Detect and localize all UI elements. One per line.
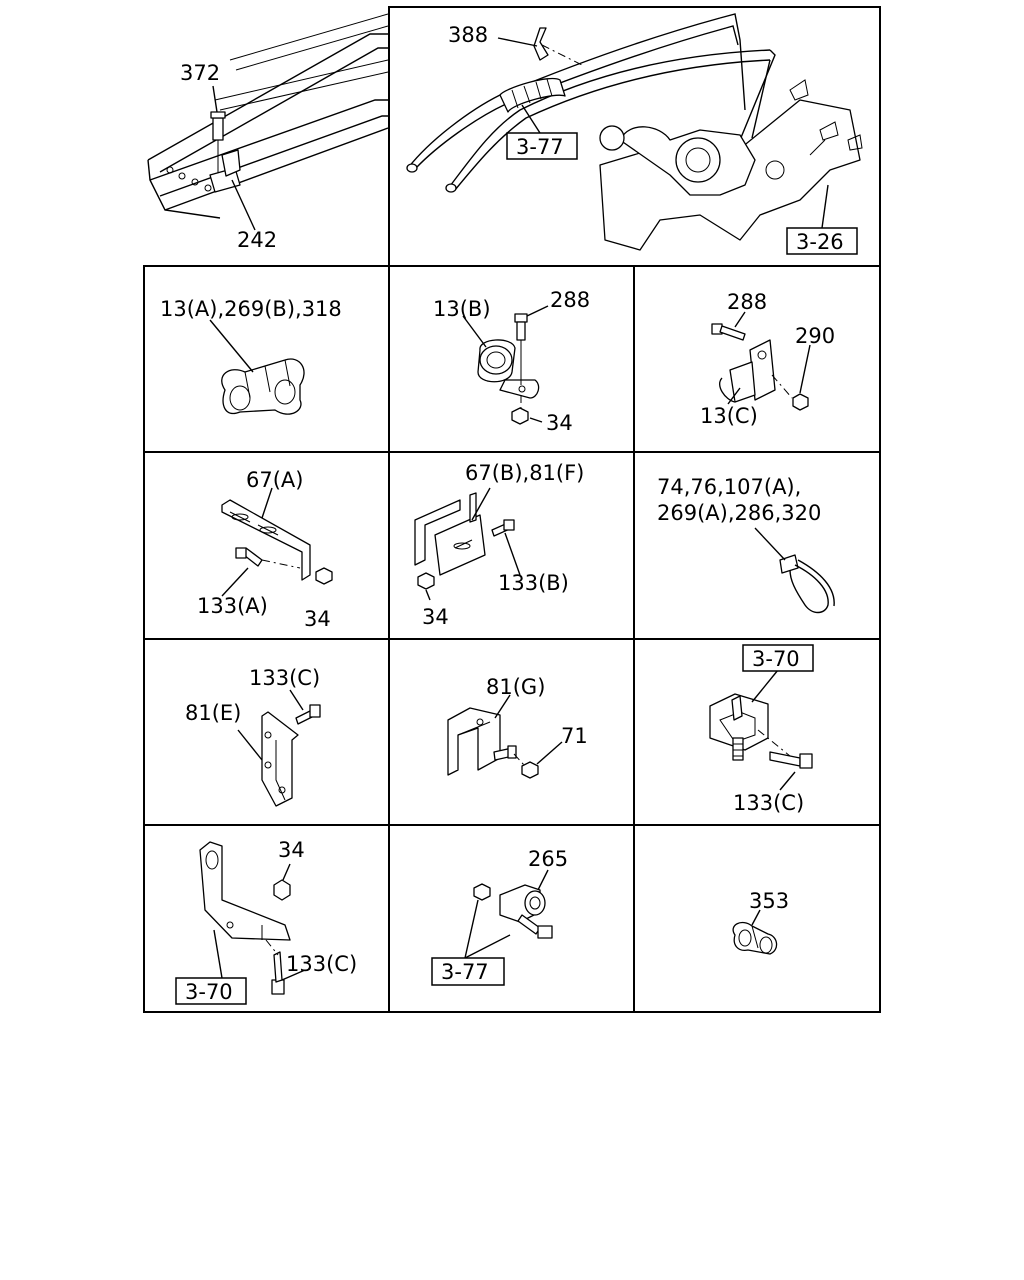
leader-3-26 bbox=[821, 184, 829, 229]
label-13c: 13(C) bbox=[700, 404, 758, 428]
ref-box-3-26[interactable] bbox=[786, 227, 858, 255]
ref-3-70-b[interactable]: 3-70 bbox=[185, 980, 233, 1004]
clip-13b-drawing bbox=[462, 305, 549, 425]
clip-3-70-drawing bbox=[709, 669, 813, 791]
label-133b: 133(B) bbox=[498, 571, 569, 595]
label-34-b: 34 bbox=[304, 607, 331, 631]
callout-372: 372 bbox=[180, 61, 220, 85]
label-34-d: 34 bbox=[278, 838, 305, 862]
label-133a: 133(A) bbox=[197, 594, 268, 618]
label-34-a: 34 bbox=[546, 411, 573, 435]
label-81g: 81(G) bbox=[486, 675, 545, 699]
callout-388: 388 bbox=[448, 23, 488, 47]
cable-tie-drawing bbox=[754, 527, 835, 614]
label-67a: 67(A) bbox=[246, 468, 303, 492]
frame-rail-drawing bbox=[147, 13, 389, 231]
callout-242: 242 bbox=[237, 228, 277, 252]
bracket-3-70-drawing bbox=[199, 841, 306, 995]
ref-box-3-70-b[interactable] bbox=[175, 977, 247, 1005]
label-71: 71 bbox=[561, 724, 588, 748]
label-13a-269b-318: 13(A),269(B),318 bbox=[160, 297, 342, 321]
ref-3-77-top[interactable]: 3-77 bbox=[516, 135, 564, 159]
clip-13c-drawing bbox=[711, 311, 811, 411]
leader-388 bbox=[497, 37, 538, 47]
clip-13a-drawing bbox=[209, 319, 305, 415]
bracket-67b-drawing bbox=[414, 487, 521, 601]
label-34-c: 34 bbox=[422, 605, 449, 629]
bracket-81e-drawing bbox=[237, 689, 321, 807]
ref-box-3-70-a[interactable] bbox=[742, 644, 814, 672]
label-288-a: 288 bbox=[550, 288, 590, 312]
grid-lines bbox=[144, 266, 880, 1012]
ref-3-26[interactable]: 3-26 bbox=[796, 230, 844, 254]
label-288-b: 288 bbox=[727, 290, 767, 314]
pipes-and-pump-drawing bbox=[406, 13, 863, 251]
clamp-265-drawing bbox=[464, 869, 553, 959]
dashed-leader bbox=[541, 44, 583, 66]
bracket-67a-drawing bbox=[221, 487, 333, 597]
leader-3-77-top bbox=[521, 104, 541, 134]
label-ties-line2: 269(A),286,320 bbox=[657, 501, 821, 525]
label-81e: 81(E) bbox=[185, 701, 241, 725]
ref-3-77-b[interactable]: 3-77 bbox=[441, 960, 489, 984]
label-ties-line1: 74,76,107(A), bbox=[657, 475, 801, 499]
label-265: 265 bbox=[528, 847, 568, 871]
ref-3-70-a[interactable]: 3-70 bbox=[752, 647, 800, 671]
label-67b-81f: 67(B),81(F) bbox=[465, 461, 584, 485]
clip-353-drawing bbox=[732, 909, 778, 955]
label-133c-a: 133(C) bbox=[249, 666, 320, 690]
label-133c-c: 133(C) bbox=[286, 952, 357, 976]
label-290: 290 bbox=[795, 324, 835, 348]
label-133c-b: 133(C) bbox=[733, 791, 804, 815]
ref-box-3-77-b[interactable] bbox=[431, 957, 505, 986]
label-353: 353 bbox=[749, 889, 789, 913]
label-13b: 13(B) bbox=[433, 297, 491, 321]
break-mark bbox=[533, 27, 549, 61]
bracket-81g-drawing bbox=[447, 694, 563, 779]
ref-box-3-77-top[interactable] bbox=[506, 132, 578, 160]
